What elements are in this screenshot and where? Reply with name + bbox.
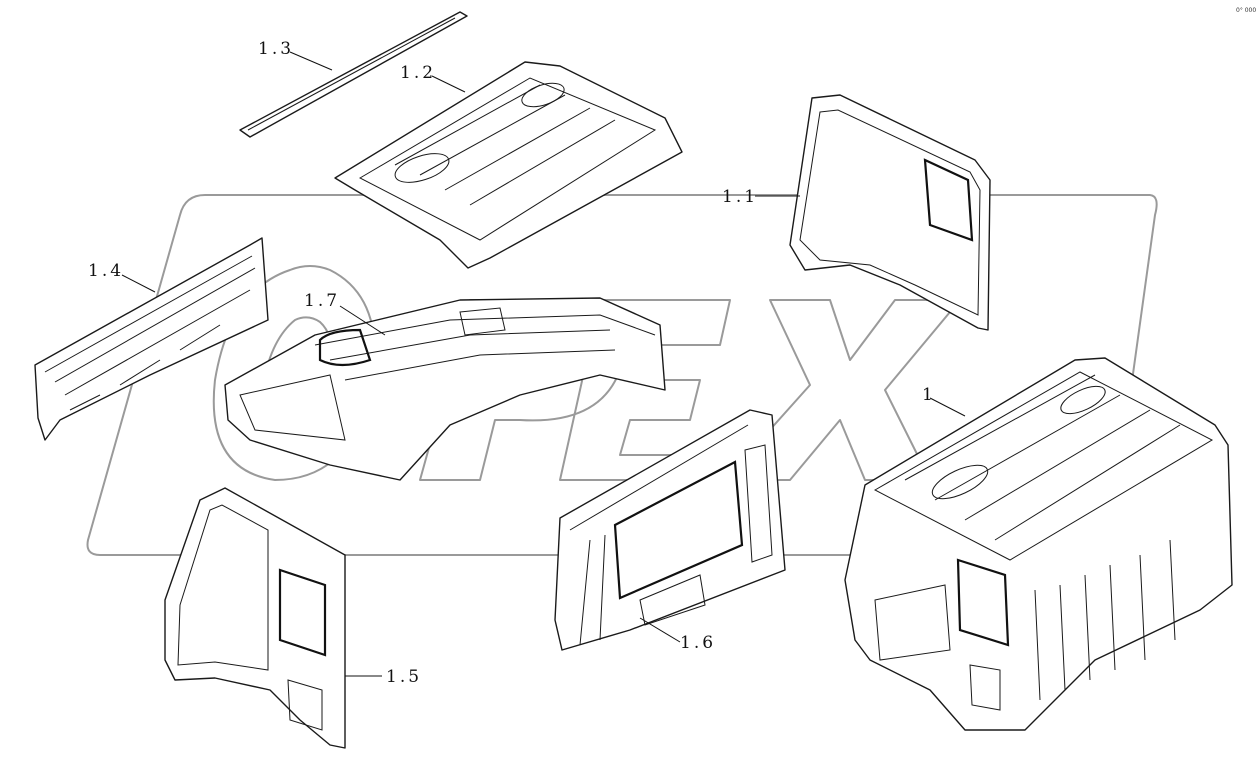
part-roof-rail [239, 11, 468, 138]
label-left-side-panel-upper: 1.1 [722, 187, 758, 207]
part-front-panel [34, 237, 269, 441]
label-rear-wall: 1.6 [680, 633, 716, 653]
part-left-side-panel-lower [164, 487, 346, 749]
label-cab-assembly: 1 [922, 385, 936, 405]
corner-mark: 0° 000 [1236, 7, 1256, 14]
label-roof-rail: 1.3 [258, 39, 294, 59]
leader-lines [121, 51, 966, 677]
part-floor-assembly [224, 297, 666, 481]
part-left-side-panel-upper [789, 94, 991, 331]
part-roof-panel [334, 61, 683, 269]
label-roof-panel: 1.2 [400, 63, 436, 83]
part-cab-assembly [844, 357, 1233, 731]
label-floor-assembly: 1.7 [304, 291, 340, 311]
part-rear-wall [554, 409, 786, 651]
label-left-side-panel-lower: 1.5 [386, 667, 422, 687]
label-front-panel: 1.4 [88, 261, 124, 281]
